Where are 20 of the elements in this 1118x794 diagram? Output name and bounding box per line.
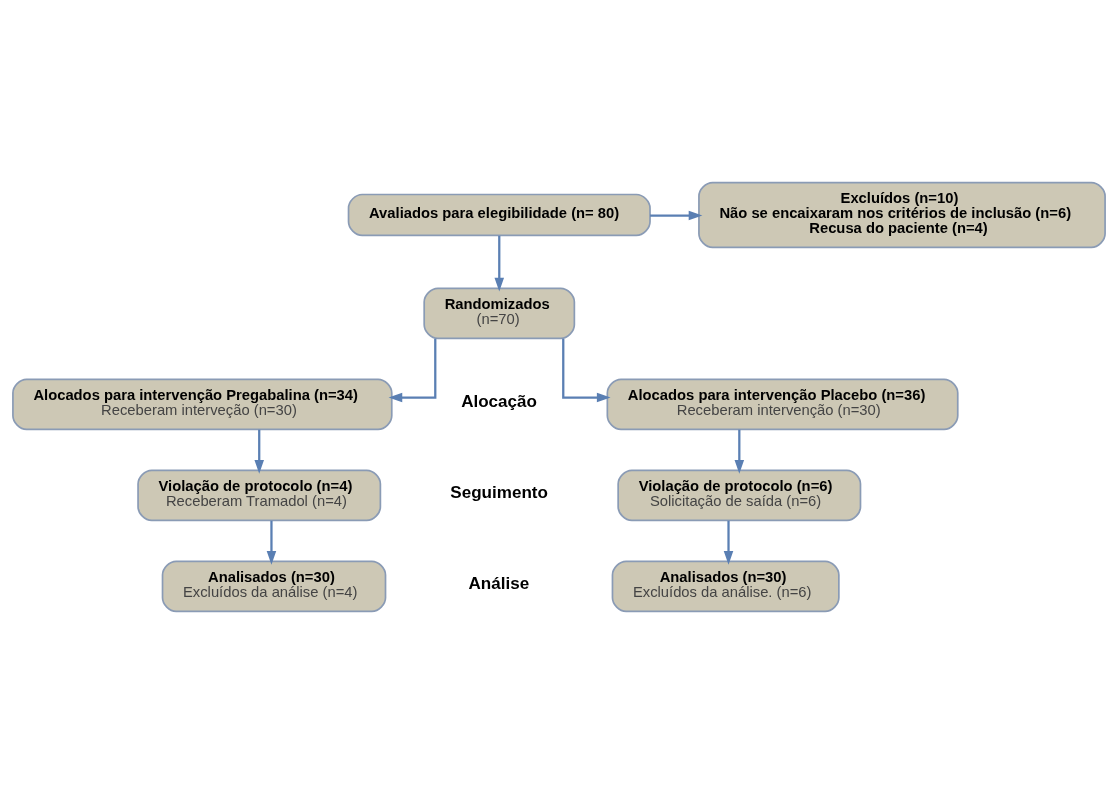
- arrow: [562, 338, 611, 403]
- label: Alocação: [461, 392, 537, 412]
- node-box: Violação de protocolo (n=6) Solicitação de saída (n=6): [617, 469, 862, 522]
- arrow: [494, 235, 505, 292]
- arrow: [254, 429, 264, 474]
- arrow: [388, 338, 437, 403]
- label: Análise: [468, 574, 530, 594]
- node-box: Randomizados (n=70): [423, 287, 576, 340]
- node-box: Analisados (n=30) Excluídos da análise (n=4): [161, 560, 387, 613]
- arrow: [734, 429, 745, 474]
- node-box: Analisados (n=30) Excluídos da análise. (n=6): [611, 560, 840, 613]
- node-box: Violação de protocolo (n=4) Receberam Tramadol (n=4): [137, 469, 382, 522]
- node-box: Avaliados para elegibilidade (n= 80): [347, 193, 651, 237]
- node-box: Alocados para intervenção Pregabalina (n=34) Receberam interveção (n=30): [12, 378, 393, 431]
- arrow: [266, 520, 277, 565]
- arrow: [650, 210, 703, 221]
- node-box: Excluídos (n=10) Não se encaixaram nos critérios de inclusão (n=6) Recusa do paciente (n=4): [698, 181, 1106, 249]
- node-box: Alocados para intervenção Placebo (n=36) Receberam intervenção (n=30): [606, 378, 959, 431]
- label: Seguimento: [450, 483, 548, 503]
- arrow: [723, 520, 734, 565]
